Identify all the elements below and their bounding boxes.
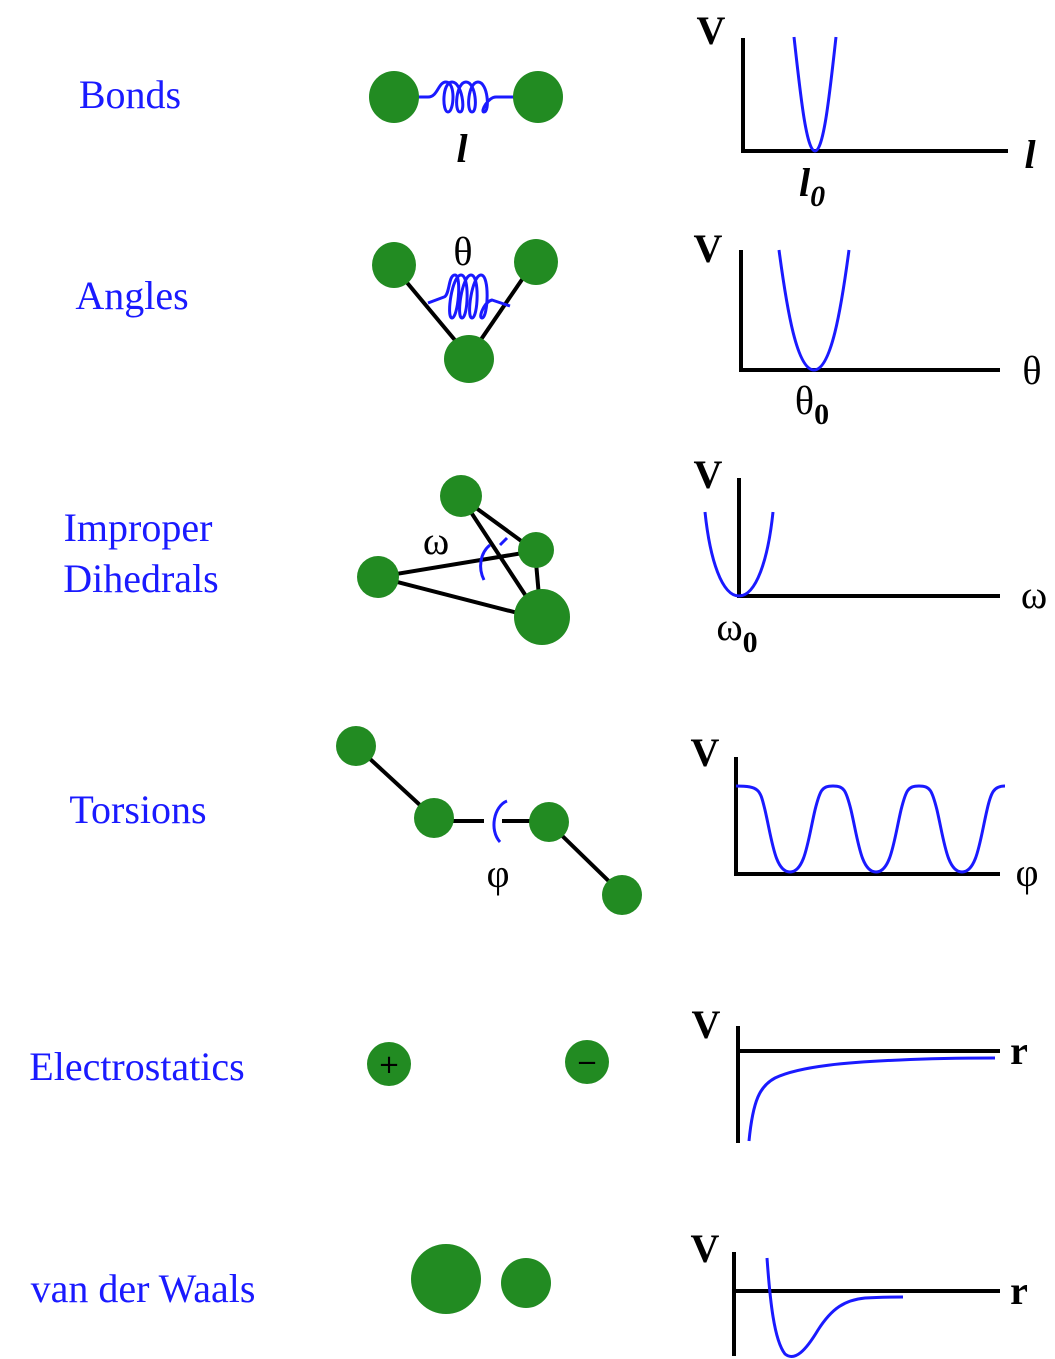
bond-potential-curve [792,36,838,153]
angle-diagram: θ [372,229,558,383]
torsion-potential-curve [735,784,1006,874]
vdw-axis-x-label: r [1010,1268,1028,1313]
row-van-der-waals: van der Waals V r [31,1226,1028,1358]
atom-4 [602,875,642,915]
atom-right [514,239,558,285]
torsion-phi-label: φ [486,851,509,896]
minus-sign-icon: − [576,1048,598,1078]
vdw-diagram [411,1244,551,1314]
improper-axis-y-label: V [694,452,723,497]
improper-axes [737,478,1000,598]
term-label-bonds: Bonds [79,72,181,117]
improper-bond-left-bottom [377,575,542,621]
angle-potential-curve [777,249,851,372]
electrostatics-diagram: + − [367,1040,609,1086]
term-label-angles: Angles [75,273,188,318]
improper-potential-graph: V ω ω0 [694,452,1048,659]
electrostatics-axis-x-label: r [1010,1028,1028,1073]
vdw-axis-y-label: V [691,1226,720,1271]
angle-theta-label: θ [453,229,472,274]
positive-charge-atom [367,1042,411,1086]
improper-omega-label: ω [423,518,449,563]
bond-diagram: l [369,71,563,171]
atom-center [518,532,554,568]
angle-axis-y-label: V [694,226,723,271]
bond-axis-x-label: l [1024,132,1036,177]
torsion-axis-x-label: φ [1015,850,1038,895]
improper-equilibrium-label: ω0 [716,604,757,659]
atom-left [372,242,416,288]
bond-axis-y-label: V [697,8,726,53]
negative-charge-atom [565,1040,609,1084]
improper-potential-curve [703,511,775,598]
angle-potential-graph: V θ θ0 [694,226,1042,431]
large-atom [411,1244,481,1314]
atom-3 [529,802,569,842]
atom-center [444,335,494,383]
row-improper-dihedrals: Improper Dihedrals ω V ω ω0 [63,452,1047,659]
electrostatics-potential-graph: V r [692,1002,1028,1143]
electrostatics-potential-curve [747,1056,996,1142]
atom-left [357,556,399,598]
term-label-improper-dihedrals: Improper [64,505,213,550]
bond-spring-icon [410,80,520,114]
atom-top [440,475,482,517]
torsion-axes [734,757,1000,876]
improper-diagram: ω [357,475,570,645]
plus-sign-icon: + [378,1050,400,1080]
row-bonds: Bonds l V l l0 [79,8,1037,213]
angle-spring-icon [427,273,511,320]
term-label-torsions: Torsions [69,787,206,832]
term-label-electrostatics: Electrostatics [29,1044,244,1089]
electrostatics-axis-y-label: V [692,1002,721,1047]
torsion-axis-y-label: V [691,730,720,775]
improper-arc-tick-icon [498,536,509,547]
torsion-potential-graph: V φ [691,730,1039,895]
vdw-potential-curve [765,1257,904,1358]
row-electrostatics: Electrostatics + − V r [29,1002,1028,1143]
angle-axis-x-label: θ [1022,348,1041,393]
small-atom [501,1258,551,1308]
atom-2 [414,798,454,838]
atom-right [513,71,563,123]
term-label-van-der-waals: van der Waals [31,1266,256,1311]
angle-equilibrium-label: θ0 [795,378,829,431]
torsion-diagram: φ [336,726,642,915]
term-label-improper-dihedrals-line2: Dihedrals [63,556,219,601]
row-angles: Angles θ V θ θ0 [75,226,1041,431]
atom-1 [336,726,376,766]
atom-left [369,71,419,123]
bond-length-label: l [456,126,468,171]
bond-potential-graph: V l l0 [697,8,1037,213]
bond-axes [741,38,1008,153]
improper-axis-x-label: ω [1021,572,1047,617]
improper-arc-icon [479,543,492,581]
vdw-potential-graph: V r [691,1226,1028,1358]
row-torsions: Torsions φ V φ [69,726,1039,915]
improper-bond-left-center [377,549,536,579]
angle-axes [739,250,1000,372]
atom-bottom [514,589,570,645]
torsion-arc-icon [492,799,508,844]
bond-equilibrium-label: l0 [799,160,825,213]
